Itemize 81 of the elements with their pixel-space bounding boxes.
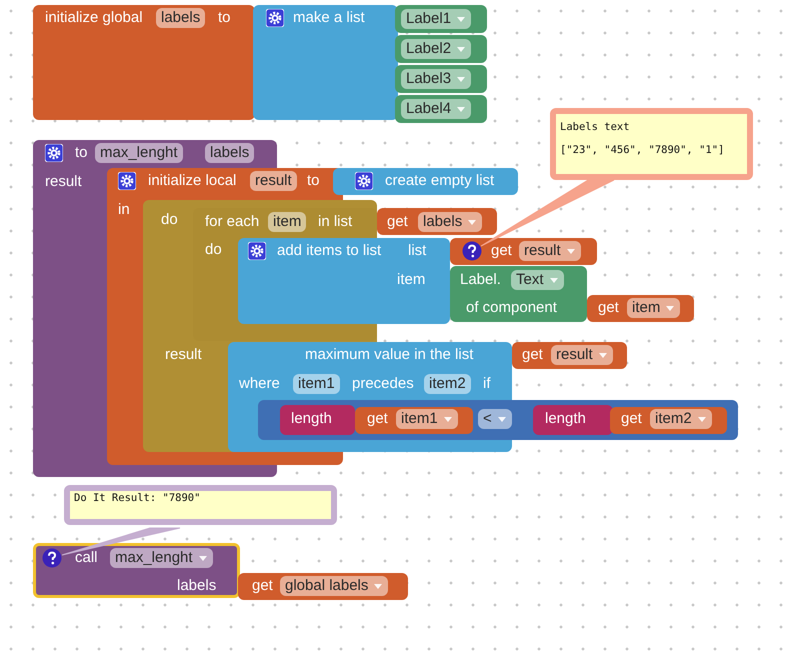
code-block — [395, 95, 487, 123]
dropdown-field: Text — [511, 270, 564, 290]
code-block — [238, 573, 408, 600]
dropdown-field: labels — [418, 212, 482, 232]
variable-name-field: item1 — [293, 374, 340, 394]
dropdown-field: Label2 — [401, 39, 472, 59]
block-label: in — [118, 200, 130, 220]
code-block — [258, 400, 738, 440]
block-label: get — [252, 576, 273, 596]
dropdown-field: max_lenght — [110, 548, 213, 568]
block-label: for each — [205, 212, 260, 232]
block-label: get — [598, 298, 619, 318]
dropdown-field: < — [478, 409, 512, 429]
block-label: length — [545, 409, 586, 429]
block-label: get — [621, 409, 642, 429]
help-icon — [462, 241, 482, 261]
block-label: precedes — [352, 374, 414, 394]
block-label: make a list — [293, 8, 365, 28]
comment-bubble — [550, 108, 753, 180]
comment-title: Labels text — [560, 120, 630, 134]
code-block — [610, 407, 727, 434]
block-label: maximum value in the list — [305, 345, 474, 365]
code-block — [533, 405, 613, 435]
comment-text: Do It Result: "7890" — [74, 491, 200, 505]
variable-name-field: labels — [156, 8, 206, 28]
block-label: create empty list — [385, 171, 494, 191]
code-block — [238, 238, 450, 324]
dropdown-field: Label3 — [401, 69, 472, 89]
block-label: do — [161, 210, 178, 230]
block-label: get — [522, 345, 543, 365]
dropdown-field: Label4 — [401, 99, 472, 119]
comment-pointer — [62, 528, 180, 556]
code-block — [450, 266, 587, 322]
comment-pointer — [480, 180, 614, 246]
block-label: result — [45, 172, 82, 192]
block-label: initialize local — [148, 171, 236, 191]
comment-bubble — [64, 485, 337, 525]
code-block — [395, 5, 487, 33]
variable-name-field: result — [250, 171, 297, 191]
code-block — [377, 208, 497, 235]
code-block — [450, 238, 597, 265]
block-label: add items to list — [277, 241, 382, 261]
block-label: of component — [466, 298, 557, 318]
block-label: result — [165, 345, 202, 365]
block-label: call — [75, 548, 98, 568]
block-label: get — [387, 212, 408, 232]
block-label: labels — [177, 576, 216, 596]
block-label: to — [218, 8, 231, 28]
code-block — [395, 35, 487, 63]
block-label: item — [397, 270, 426, 290]
block-label: initialize global — [45, 8, 143, 28]
code-block — [512, 342, 627, 369]
block-label: length — [291, 409, 332, 429]
block-label: to — [75, 143, 88, 163]
block-label: do — [205, 240, 222, 260]
dropdown-field: global labels — [280, 576, 388, 596]
block-label: get — [491, 241, 512, 261]
variable-name-field: max_lenght — [95, 143, 183, 163]
dropdown-field: item1 — [396, 409, 458, 429]
variable-name-field: labels — [205, 143, 254, 163]
code-block — [355, 407, 473, 434]
dropdown-field: result — [519, 241, 581, 261]
comment-text: ["23", "456", "7890", "1"] — [560, 143, 724, 157]
code-block — [333, 168, 518, 195]
block-label: if — [483, 374, 490, 394]
code-block — [587, 295, 694, 322]
block-label: in list — [318, 212, 352, 232]
code-block — [395, 65, 487, 93]
dropdown-field: Label1 — [401, 9, 472, 29]
dropdown-field: item2 — [650, 409, 712, 429]
block-label: Label. — [460, 270, 501, 290]
code-block — [280, 405, 355, 435]
block-label: where — [239, 374, 280, 394]
help-icon — [42, 548, 62, 568]
block-label: to — [307, 171, 320, 191]
variable-name-field: item — [268, 212, 306, 232]
dropdown-field: result — [551, 345, 613, 365]
dropdown-field: item — [627, 298, 680, 318]
block-label: get — [367, 409, 388, 429]
variable-name-field: item2 — [424, 374, 471, 394]
block-label: list — [408, 241, 426, 261]
